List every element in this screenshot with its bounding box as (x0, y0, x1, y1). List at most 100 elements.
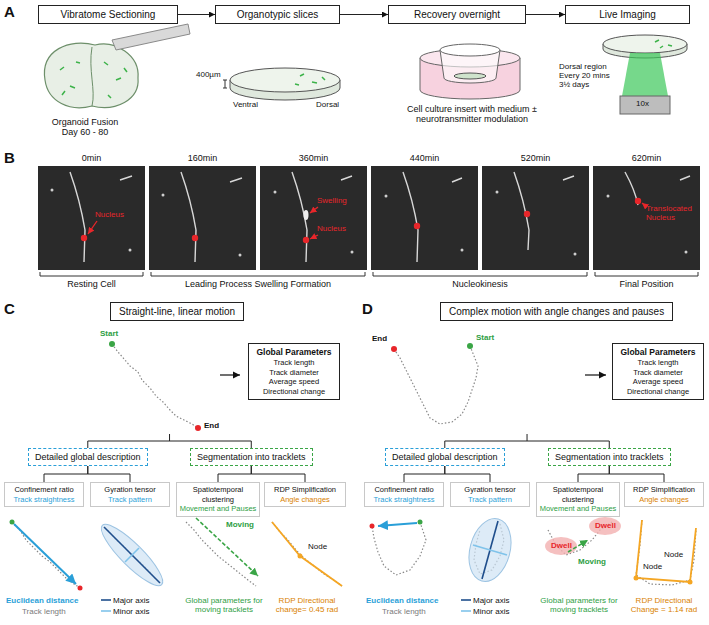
nucleus (414, 223, 420, 229)
method-box: RDP SimplificationAngle changes (624, 482, 704, 507)
node-text: Organotypic slices (224, 8, 331, 21)
organoid-illustration (60, 62, 127, 98)
start-point (467, 343, 473, 349)
slice-illustration (223, 80, 227, 88)
method-box: Confinement ratioTrack straightness (364, 482, 444, 507)
step-box: Recovery overnight (388, 5, 526, 24)
start-point (10, 520, 15, 525)
annotation-label: Minor axis (113, 607, 149, 616)
branch-box: Segmentation into tracklets (190, 448, 313, 466)
euclidean-arrow (14, 523, 417, 584)
rdp-node (298, 554, 303, 559)
major-axis (461, 599, 471, 601)
annotation-label: Nucleus (95, 210, 124, 219)
node-text: Confinement ratio (367, 485, 441, 495)
branch-box: Detailed global description (28, 448, 148, 466)
major-axis (104, 527, 160, 583)
microscopy-frame (593, 166, 700, 270)
pointer-arrow (88, 203, 647, 239)
swelling (304, 210, 309, 220)
slice-illustration (295, 74, 325, 85)
cell-process (403, 172, 418, 262)
gyration-ellipse (462, 514, 517, 586)
vibratome-blade (112, 24, 190, 50)
dwell-region (589, 517, 621, 535)
end-point (195, 425, 201, 431)
moving-arrow (196, 518, 588, 576)
annotation-label: Translocated Nucleus (646, 204, 700, 222)
panel-letter: B (4, 149, 15, 166)
annotation-label: Euclidean distance (6, 596, 78, 605)
annotation-label: 400µm (196, 70, 221, 79)
annotation-label: 160min (149, 153, 256, 163)
end-point (78, 586, 83, 591)
node-text: Gyration tensor (453, 485, 527, 495)
node-text: Segmentation into tracklets (197, 451, 306, 463)
live-imaging-setup (620, 96, 670, 114)
annotation-label: Ventral (233, 100, 258, 109)
annotation-label: Start (476, 333, 494, 342)
end-point (370, 524, 375, 529)
gyration-ellipse (95, 514, 518, 593)
organoid-illustration (91, 47, 93, 106)
annotation-label: Start (100, 329, 118, 338)
node-text: Spatiotemporal clustering (179, 485, 257, 504)
bright-speck (162, 194, 165, 197)
annotation-label: RDP Directional change= 0.45 rad (266, 596, 348, 614)
annotation-label: Moving (226, 520, 254, 529)
node-text: RDP Simplification (627, 485, 701, 495)
node-text: Confinement ratio (7, 485, 81, 495)
annotation-label: Track length (22, 607, 66, 616)
euclidean-arrow (378, 523, 417, 526)
annotation-label: RDP Directional Change = 1.14 rad (624, 596, 704, 614)
annotation-label: Euclidean distance (366, 596, 438, 605)
annotation-label: Major axis (113, 596, 149, 605)
nucleus (635, 198, 641, 204)
bright-speck (129, 249, 132, 252)
annotation-label: Resting Cell (38, 279, 145, 289)
pointer-arrow (88, 221, 97, 234)
node-text: Straight-line, linear motion (119, 305, 235, 318)
annotation-label: Final Position (593, 279, 700, 289)
phase-bracket (373, 272, 587, 276)
flow-arrow (526, 14, 565, 15)
annotation-label: Node (308, 542, 327, 551)
cell-process (70, 172, 690, 262)
step-box: Live Imaging (565, 5, 690, 24)
culture-dish (420, 44, 520, 99)
tree-connector (578, 466, 609, 482)
rdp-polyline (272, 520, 696, 586)
cell-process (120, 176, 690, 182)
track (112, 344, 198, 428)
node-text: Directional change (253, 387, 335, 397)
nucleus (81, 198, 641, 243)
slice-illustration (230, 68, 340, 92)
annotation-label: Node (643, 562, 662, 571)
annotation-label: Nucleus (317, 224, 346, 233)
tree-connector (44, 466, 88, 482)
node-text: Global Parameters (617, 347, 699, 358)
start-point (109, 341, 115, 347)
bright-speck (51, 189, 688, 257)
minor-axis (125, 548, 139, 562)
step-box: Vibratome Sectioning (38, 5, 178, 24)
annotation-label: 0min (38, 153, 145, 163)
node-text: Track pattern (93, 495, 167, 505)
node-text: Spatiotemporal clustering (539, 485, 617, 504)
microscopy-frame (371, 166, 478, 270)
annotation-label: Node (664, 550, 683, 559)
node-text: Movement and Pauses (539, 504, 617, 514)
flow-arrow (178, 14, 215, 15)
annotation-label: Dwell (595, 521, 616, 530)
panel-title-box: Complex motion with angle changes and pa… (440, 302, 673, 321)
pointer-arrow (310, 207, 318, 213)
rdp-node (688, 580, 693, 585)
rdp-polyline (272, 522, 342, 586)
flow-arrow (340, 14, 388, 15)
microscopy-frame (38, 166, 145, 270)
annotation-label: End (204, 421, 219, 430)
bright-speck (574, 253, 577, 256)
moving-arrow (196, 518, 258, 576)
phase-bracket (595, 272, 698, 276)
microscopy-frame (38, 166, 700, 270)
